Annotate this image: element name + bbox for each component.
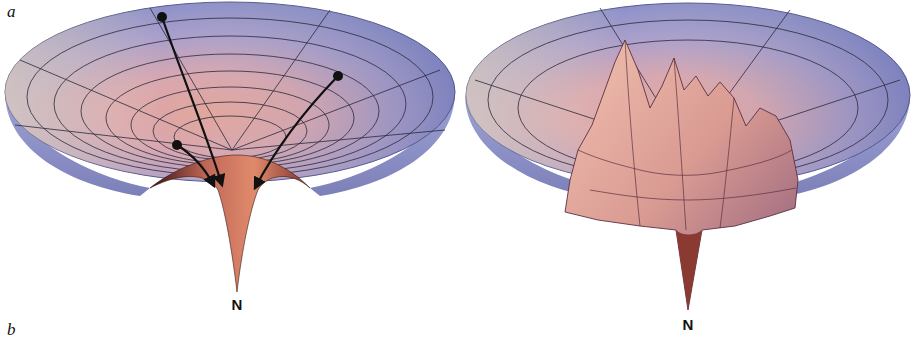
native-state-label: N: [232, 296, 243, 313]
panel-letter: a: [7, 2, 16, 22]
rugged-funnel: [465, 3, 910, 310]
native-state-label: N: [683, 316, 694, 333]
smooth-funnel: [5, 2, 455, 292]
panel-letter: b: [7, 320, 16, 339]
